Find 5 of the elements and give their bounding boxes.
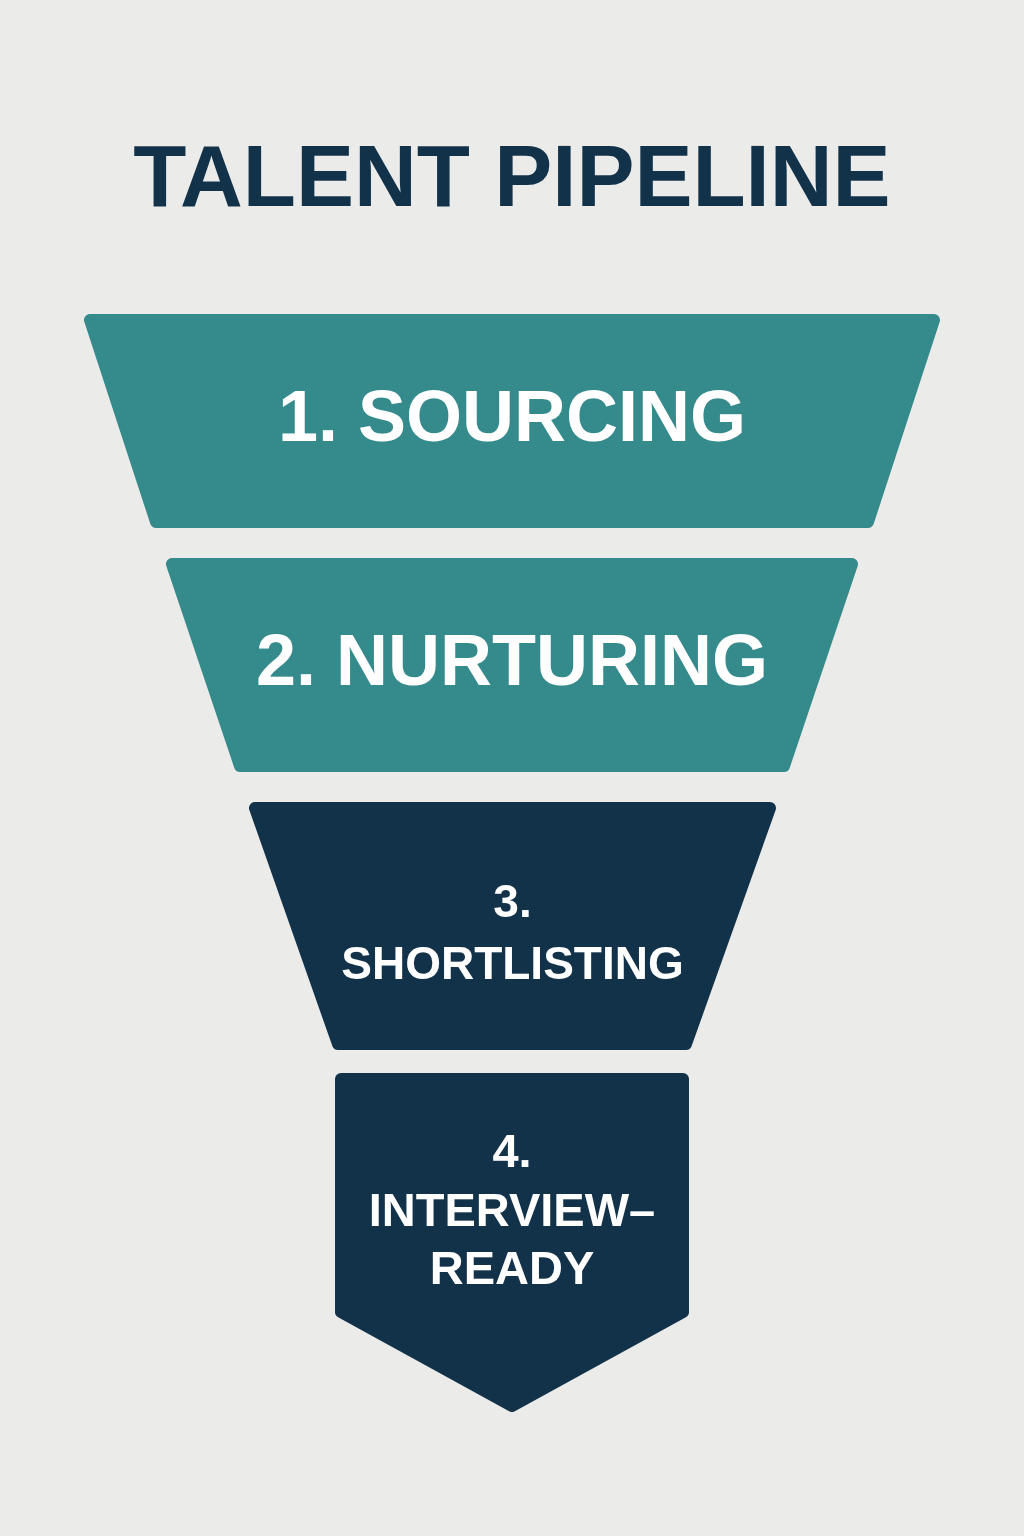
diagram-title: TALENT PIPELINE — [133, 127, 891, 224]
stage-label: 1. SOURCING — [276, 374, 748, 458]
stage-label: 4. INTERVIEW–READY — [367, 1122, 657, 1297]
stage-label: 2. NURTURING — [255, 618, 769, 702]
stage-label: 3. SHORTLISTING — [340, 873, 685, 991]
